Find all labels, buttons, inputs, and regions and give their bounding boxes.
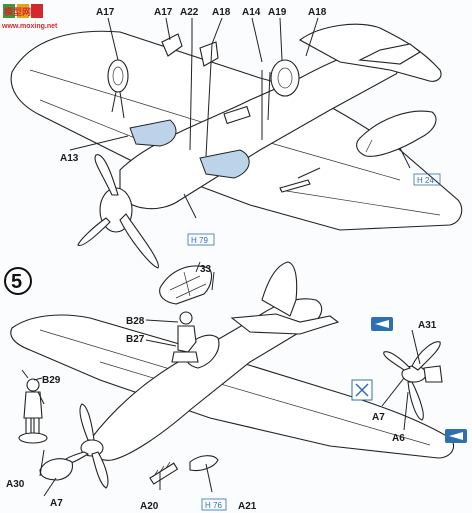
label-a13: A13	[60, 153, 79, 164]
label-a20: A20	[140, 501, 159, 512]
label-a31: A31	[418, 320, 437, 331]
label-a18-mid: A18	[212, 7, 231, 18]
label-33: 33	[200, 264, 212, 275]
ref-box-h79: H 79	[187, 233, 215, 246]
label-a14: A14	[242, 7, 261, 18]
aircraft-underside-top	[10, 17, 463, 269]
wheel-well-left	[129, 119, 177, 147]
no-glue-icon	[351, 379, 373, 401]
watermark-logo: 模型网 www.moxing.net	[1, 4, 58, 30]
label-a6: A6	[392, 433, 405, 444]
glue-tube-icon	[371, 317, 393, 331]
label-b29: B29	[42, 375, 61, 386]
aircraft-top-view	[10, 261, 455, 497]
ref-h79-text: H 79	[191, 236, 208, 245]
ref-h76-text: H 76	[205, 501, 222, 510]
label-a18-right: A18	[308, 7, 327, 18]
wheel-well-right	[199, 149, 250, 179]
label-b27: B27	[126, 334, 145, 345]
label-a17-left: A17	[96, 7, 115, 18]
label-a21: A21	[238, 501, 257, 512]
glue-tube-icon	[445, 429, 467, 443]
label-a7-bottom: A7	[50, 498, 63, 509]
step-marker: 5	[4, 267, 32, 295]
ref-h24-text: H 24	[417, 176, 434, 185]
label-a7-right: A7	[372, 412, 385, 423]
label-a22: A22	[180, 7, 199, 18]
label-a19: A19	[268, 7, 287, 18]
watermark-brand: 模型网	[4, 6, 31, 17]
label-a30: A30	[6, 479, 25, 490]
ref-box-h76: H 76	[201, 498, 227, 511]
label-a17-mid: A17	[154, 7, 173, 18]
label-b28: B28	[126, 316, 145, 327]
watermark-url: www.moxing.net	[1, 23, 58, 30]
step-number: 5	[11, 271, 22, 293]
ref-box-h24: H 24	[413, 173, 441, 186]
